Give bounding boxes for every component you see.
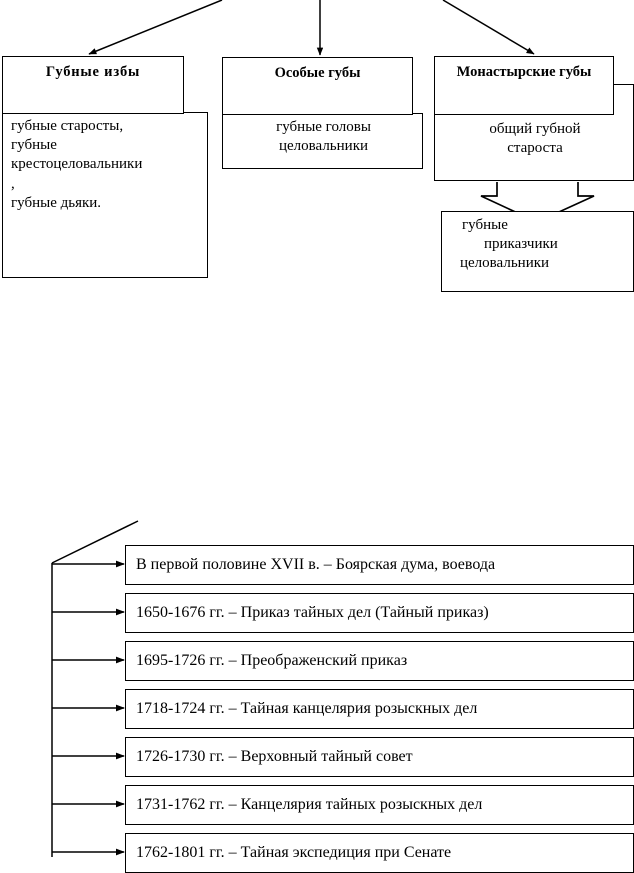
monastyrskie-guby-header-label: Монастырские губы <box>456 64 592 80</box>
gubnye-izby-line-0: губные старосты, <box>11 118 124 134</box>
timeline-row-label: 1650-1676 гг. – Приказ тайных дел (Тайны… <box>136 604 489 621</box>
osobye-guby-body-box: губные головы целовальники <box>222 113 423 169</box>
gubnye-izby-header-label: Губные избы <box>45 64 141 80</box>
timeline-branch-arrows <box>52 560 125 856</box>
timeline-row-0: В первой половине XVII в. – Боярская дум… <box>125 545 634 585</box>
timeline-row-6: 1762-1801 гг. – Тайная экспедиция при Се… <box>125 833 634 873</box>
arrow-to-monastyrskie-guby <box>442 0 535 55</box>
timeline-row-label: 1762-1801 гг. – Тайная экспедиция при Се… <box>136 844 452 861</box>
timeline-row-3: 1718-1724 гг. – Тайная канцелярия розыск… <box>125 689 634 729</box>
monastyrskie-guby-line-1: староста <box>507 140 563 157</box>
gubnye-izby-line-3: , <box>11 175 15 192</box>
gubnye-prikazchiki-box: губные приказчики целовальники <box>441 211 634 292</box>
timeline-row-label: В первой половине XVII в. – Боярская дум… <box>136 556 496 573</box>
gubnye-izby-line-4: губные дьяки. <box>11 194 102 211</box>
gubnye-prikazchiki-line-2: целовальники <box>460 255 550 272</box>
gubnye-izby-line-1: губные <box>11 137 57 154</box>
arrow-to-gubnye-izby <box>88 0 223 55</box>
gubnye-prikazchiki-line-0: губные <box>462 217 508 233</box>
gubnye-izby-header-box: Губные избы <box>2 56 184 114</box>
osobye-guby-line-1: целовальники <box>278 138 369 155</box>
timeline-row-2: 1695-1726 гг. – Преображенский приказ <box>125 641 634 681</box>
osobye-guby-header-box: Особые губы <box>222 57 413 115</box>
monastyrskie-guby-header-box: Монастырские губы <box>434 56 614 115</box>
timeline-row-label: 1726-1730 гг. – Верховный тайный совет <box>136 748 413 765</box>
timeline-row-label: 1695-1726 гг. – Преображенский приказ <box>136 652 408 669</box>
osobye-guby-header-label: Особые губы <box>274 65 361 81</box>
timeline-row-1: 1650-1676 гг. – Приказ тайных дел (Тайны… <box>125 593 634 633</box>
gubnye-izby-body-box: губные старосты, губные крестоцеловальни… <box>2 112 208 278</box>
monastyrskie-guby-line-0: общий губной <box>489 121 581 137</box>
timeline-row-label: 1718-1724 гг. – Тайная канцелярия розыск… <box>136 700 478 717</box>
gubnye-izby-line-2: крестоцеловальники <box>11 156 143 173</box>
timeline-row-5: 1731-1762 гг. – Канцелярия тайных розыск… <box>125 785 634 825</box>
osobye-guby-line-0: губные головы <box>276 119 371 135</box>
timeline-row-label: 1731-1762 гг. – Канцелярия тайных розыск… <box>136 796 483 813</box>
gubnye-prikazchiki-line-1: приказчики <box>484 236 558 253</box>
timeline-row-4: 1726-1730 гг. – Верховный тайный совет <box>125 737 634 777</box>
